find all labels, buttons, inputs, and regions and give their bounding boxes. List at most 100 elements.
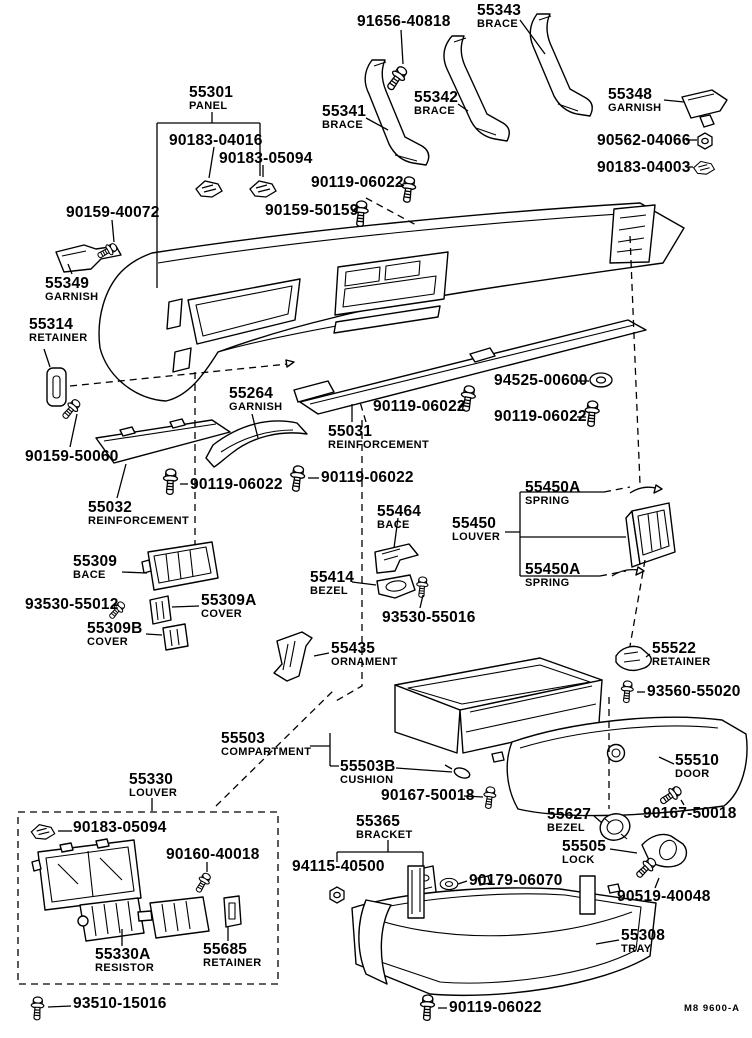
compartment-55503-drawing [394,657,603,763]
page-code: M8 9600-A [684,1003,740,1014]
label-90159-40072: 90159-40072 [66,204,160,221]
clip-icon [30,824,56,840]
label-94525-00600: 94525-00600 [494,372,588,389]
screw-icon [619,679,635,704]
label-93510-15016: 93510-15016 [73,995,167,1012]
brace-55342-drawing [443,35,510,142]
cushion-55503b-drawing [444,764,471,779]
label-93530-55012: 93530-55012 [25,596,119,613]
screw-icon [415,575,430,599]
cover-55309a-drawing [149,595,172,625]
cover-55309b-drawing [162,623,189,651]
screw-icon [481,785,498,810]
garnish-55348-drawing [681,89,728,128]
bezel-55414-drawing [376,574,416,599]
screw-icon [287,464,307,493]
louver-55450-drawing [625,502,676,568]
label-90119-06022-e: 90119-06022 [321,469,414,486]
retainer-55685-drawing [223,895,242,928]
label-90119-06022-d: 90119-06022 [190,476,283,493]
clip-icon [195,180,223,198]
base-55464-drawing [374,543,419,574]
instrument-panel-drawing [98,202,685,402]
label-90183-05094-b: 90183-05094 [73,819,167,836]
label-90119-06022-b: 90119-06022 [373,398,466,415]
tray-55308-drawing [351,865,657,997]
reinforcement-55031-drawing [293,319,647,415]
retainer-55314-drawing [46,367,67,407]
bezel-55627-drawing [599,813,631,841]
nut-icon [329,886,345,904]
label-90159-50060: 90159-50060 [25,448,119,465]
label-90119-06022-a: 90119-06022 [311,174,404,191]
label-90159-50159: 90159-50159 [265,202,359,219]
label-90183-04016: 90183-04016 [169,132,263,149]
label-90119-06022-c: 90119-06022 [494,408,587,425]
grommet-icon [439,877,459,891]
brace-55343-drawing [529,13,593,117]
ornament-55435-drawing [273,631,313,682]
grommet-icon [589,372,613,388]
clip-icon [693,160,715,175]
screw-icon [419,993,436,1022]
resistor-55330a-drawing [77,896,210,942]
label-94115-40500: 94115-40500 [292,858,385,875]
reinforcement-55032-drawing [95,418,231,464]
nut-icon [697,132,713,150]
label-90179-06070: 90179-06070 [469,872,563,889]
label-90119-06022-f: 90119-06022 [449,999,542,1016]
label-91656-40818: 91656-40818 [357,13,451,30]
label-90562-04066: 90562-04066 [597,132,691,149]
label-90519-40048: 90519-40048 [617,888,711,905]
clip-icon [249,180,277,198]
leader-lines [43,19,697,1009]
screw-icon [162,467,179,496]
louver-55330-drawing [31,838,142,911]
label-90167-50018-b: 90167-50018 [643,805,737,822]
label-90183-04003: 90183-04003 [597,159,691,176]
spring-55450a-bottom-drawing [611,566,645,577]
spring-55450a-top-drawing [629,484,663,494]
brace-55341-drawing [364,59,430,166]
label-90167-50018-a: 90167-50018 [381,787,475,804]
screw-icon [192,870,214,895]
door-55510-drawing [506,716,748,817]
screw-icon [383,63,411,94]
label-93530-55016: 93530-55016 [382,609,476,626]
screw-icon [29,996,45,1021]
label-90160-40018: 90160-40018 [166,846,260,863]
label-90183-05094: 90183-05094 [219,150,313,167]
